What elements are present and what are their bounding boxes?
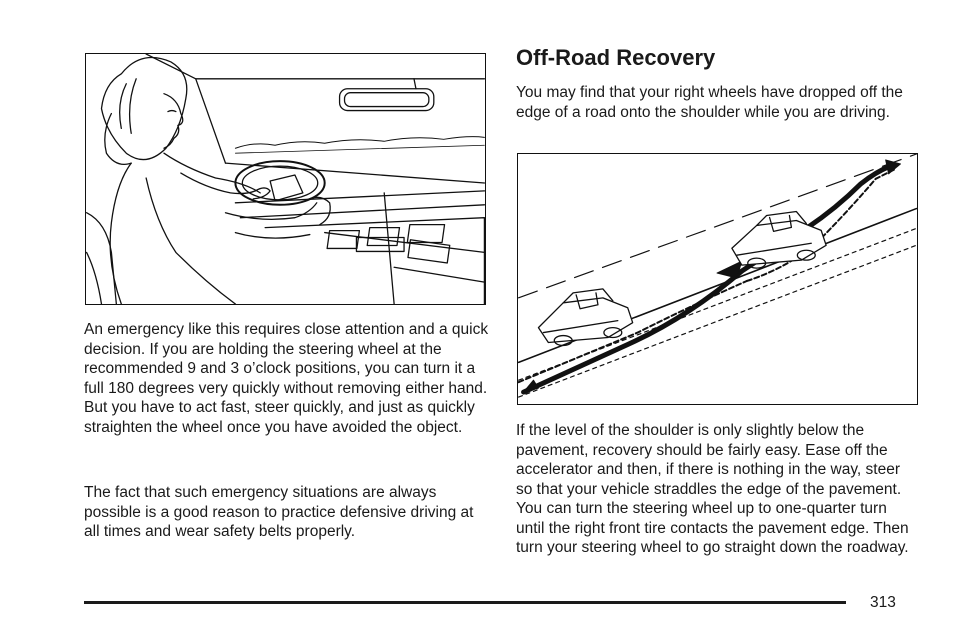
paragraph-recovery-steps: If the level of the shoulder is only sli…	[516, 422, 909, 556]
paragraph-intro: You may find that your right wheels have…	[516, 84, 903, 121]
page-number: 313	[870, 594, 896, 611]
paragraph-emergency: An emergency like this requires close at…	[84, 321, 489, 436]
section-heading: Off-Road Recovery	[516, 45, 716, 70]
off-road-recovery-diagram	[517, 153, 918, 405]
driver-illustration	[85, 53, 486, 305]
footer-rule	[84, 601, 846, 604]
paragraph-defensive-driving: The fact that such emergency situations …	[84, 484, 474, 540]
